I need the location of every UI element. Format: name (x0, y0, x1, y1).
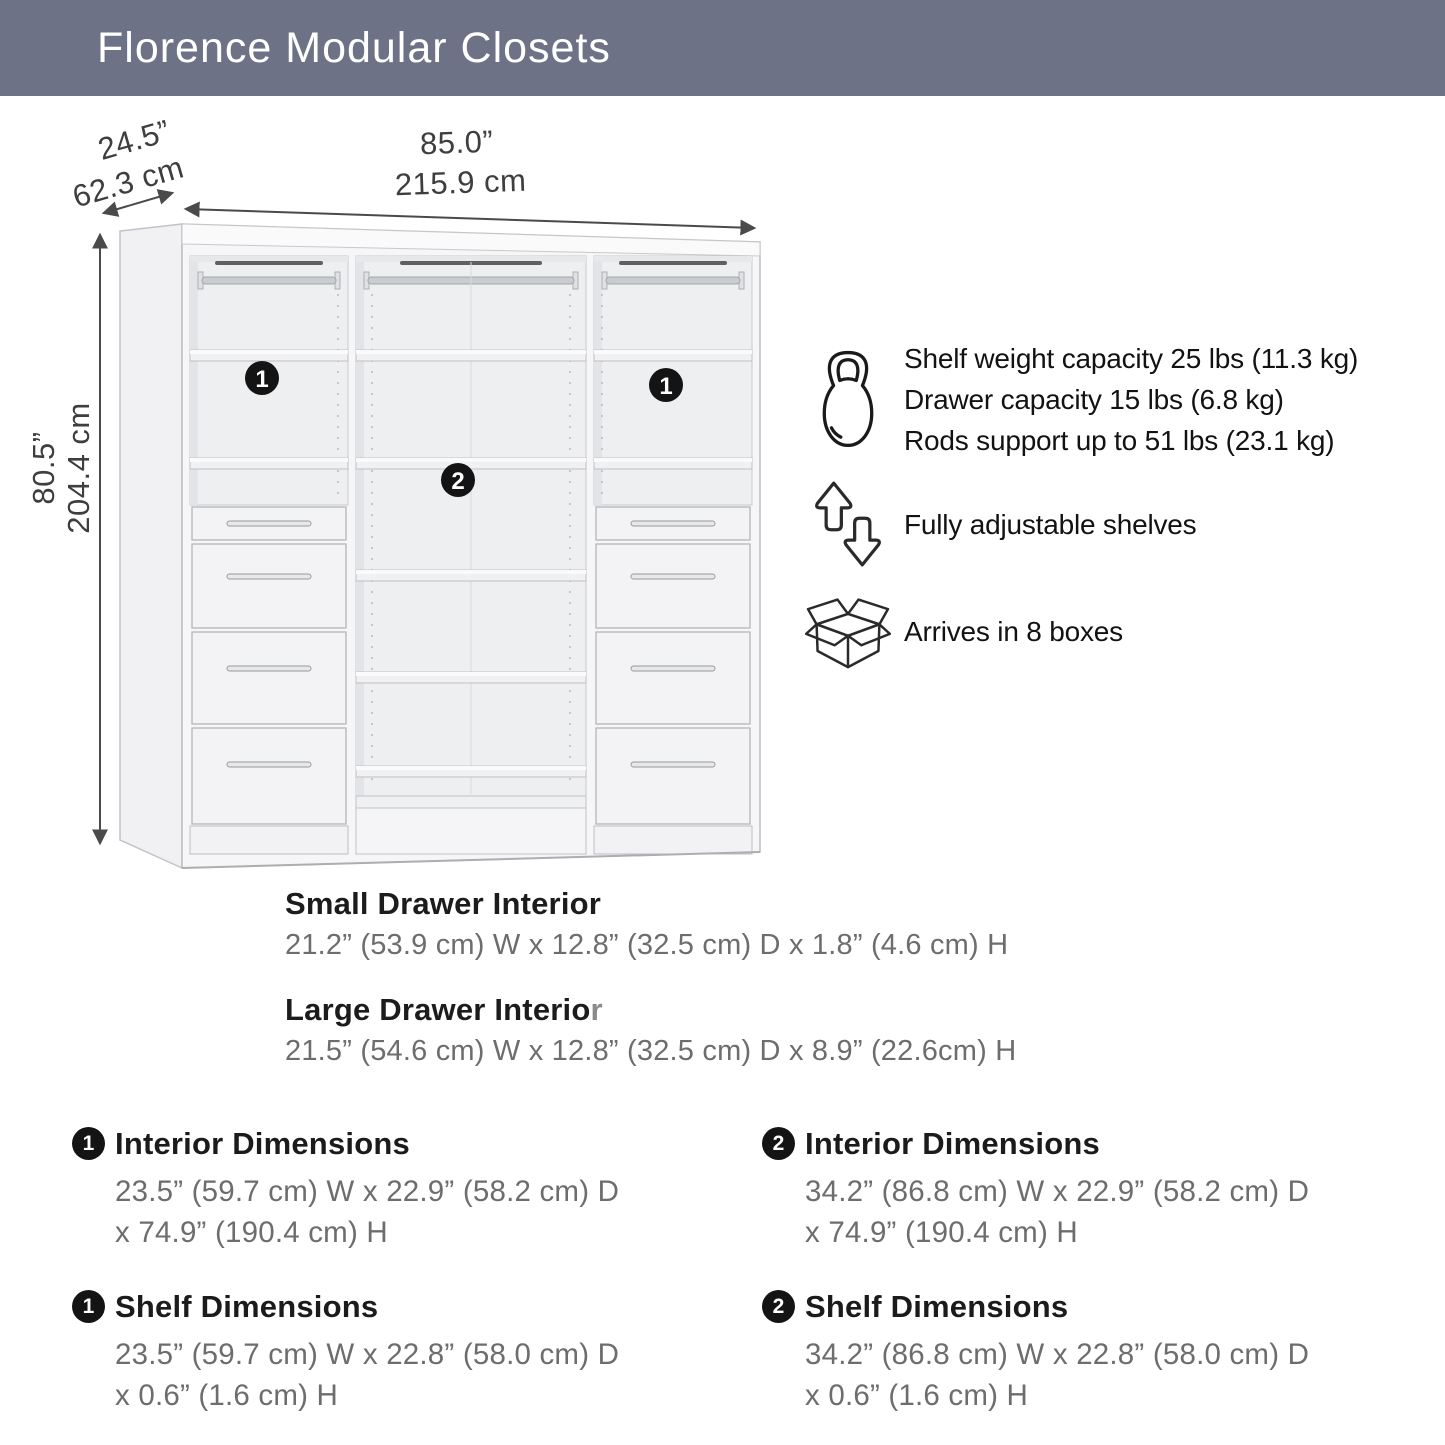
section-shelf-dimensions-2: 2 Shelf Dimensions 34.2” (86.8 cm) W x 2… (762, 1289, 1412, 1416)
left-drawer-stack (189, 506, 349, 855)
section-badge: 2 (762, 1290, 795, 1323)
kettlebell-icon (800, 348, 896, 452)
dims-line-1: 34.2” (86.8 cm) W x 22.8” (58.0 cm) D (805, 1338, 1310, 1371)
section-title: Interior Dimensions (115, 1126, 410, 1161)
closet-cabinet (119, 223, 761, 870)
section-dims: 23.5” (59.7 cm) W x 22.8” (58.0 cm) D x … (115, 1334, 619, 1416)
section-interior-dimensions-1: 1 Interior Dimensions 23.5” (59.7 cm) W … (72, 1126, 722, 1253)
feature-box-count: Arrives in 8 boxes (800, 592, 1123, 670)
section-title: Shelf Dimensions (805, 1289, 1069, 1324)
small-drawer-dims: 21.2” (53.9 cm) W x 12.8” (32.5 cm) D x … (285, 929, 1009, 961)
large-drawer-title: Large Drawer Interior (285, 992, 603, 1027)
feature-adjustable-shelves: Fully adjustable shelves (800, 476, 1197, 572)
cabinet-base-edge (181, 851, 761, 869)
height-cm-label: 204.4 cm (61, 402, 96, 534)
svg-text:2: 2 (451, 468, 464, 495)
adjustable-shelves-icon (800, 476, 896, 572)
weight-capacity-text: Shelf weight capacity 25 lbs (11.3 kg) D… (904, 338, 1358, 461)
dims-line-2: x 74.9” (190.4 cm) H (115, 1216, 388, 1249)
header-bar: Florence Modular Closets (0, 0, 1445, 96)
right-drawer-stack (593, 506, 753, 855)
svg-text:1: 1 (659, 373, 672, 400)
section-interior-dimensions-2: 2 Interior Dimensions 34.2” (86.8 cm) W … (762, 1126, 1412, 1253)
section-dims: 23.5” (59.7 cm) W x 22.9” (58.2 cm) D x … (115, 1171, 619, 1253)
adjustable-shelves-line: Fully adjustable shelves (904, 508, 1197, 540)
feature-weight-capacity: Shelf weight capacity 25 lbs (11.3 kg) D… (800, 338, 1358, 461)
small-drawer-title: Small Drawer Interior (285, 886, 602, 921)
width-arrow (183, 201, 757, 236)
light-strip (215, 261, 323, 265)
drawer-capacity-line: Drawer capacity 15 lbs (6.8 kg) (904, 384, 1284, 415)
dims-line-1: 23.5” (59.7 cm) W x 22.8” (58.0 cm) D (115, 1338, 620, 1371)
section-title: Shelf Dimensions (115, 1289, 379, 1324)
svg-text:1: 1 (255, 366, 268, 393)
adjustable-shelves-text: Fully adjustable shelves (904, 504, 1197, 545)
box-count-line: Arrives in 8 boxes (904, 615, 1123, 647)
small-drawer-spec: Small Drawer Interior 21.2” (53.9 cm) W … (285, 886, 1008, 962)
section-shelf-dimensions-1: 1 Shelf Dimensions 23.5” (59.7 cm) W x 2… (72, 1289, 722, 1416)
side-shelves (189, 349, 753, 470)
large-drawer-dims: 21.5” (54.6 cm) W x 12.8” (32.5 cm) D x … (285, 1035, 1017, 1067)
depth-arrow (101, 189, 175, 217)
section-dims: 34.2” (86.8 cm) W x 22.8” (58.0 cm) D x … (805, 1334, 1309, 1416)
diagram-badge-1-right: 1 (649, 368, 683, 402)
dims-line-2: x 0.6” (1.6 cm) H (115, 1379, 339, 1412)
width-cm-label: 215.9 cm (394, 163, 527, 203)
shelf-capacity-line: Shelf weight capacity 25 lbs (11.3 kg) (904, 343, 1359, 374)
section-dims: 34.2” (86.8 cm) W x 22.9” (58.2 cm) D x … (805, 1171, 1309, 1253)
section-badge: 1 (72, 1290, 105, 1323)
section-badge: 1 (72, 1127, 105, 1160)
page-title: Florence Modular Closets (97, 23, 611, 72)
dims-line-1: 34.2” (86.8 cm) W x 22.9” (58.2 cm) D (805, 1175, 1310, 1208)
closet-diagram: 1 2 1 24.5” 62.3 cm 85.0” 215.9 cm 80.5”… (26, 113, 761, 870)
box-count-text: Arrives in 8 boxes (904, 611, 1123, 652)
diagram-badge-1-left: 1 (245, 361, 279, 395)
diagram-badge-2-middle: 2 (441, 463, 475, 497)
width-inches-label: 85.0” (419, 124, 493, 162)
section-badge: 2 (762, 1127, 795, 1160)
large-drawer-spec: Large Drawer Interior 21.5” (54.6 cm) W … (285, 992, 1016, 1068)
cabinet-side-panel (119, 223, 183, 870)
section-title: Interior Dimensions (805, 1126, 1100, 1161)
middle-shelves (355, 349, 587, 855)
hanging-rods (197, 271, 745, 290)
light-strip (619, 261, 727, 265)
dims-line-2: x 74.9” (190.4 cm) H (805, 1216, 1078, 1249)
shelf-pin-holes (337, 294, 603, 788)
dimension-arrows (92, 189, 757, 846)
rod-capacity-line: Rods support up to 51 lbs (23.1 kg) (904, 425, 1335, 456)
dims-line-2: x 0.6” (1.6 cm) H (805, 1379, 1029, 1412)
height-inches-label: 80.5” (26, 431, 61, 504)
dims-line-1: 23.5” (59.7 cm) W x 22.9” (58.2 cm) D (115, 1175, 620, 1208)
open-box-icon (800, 592, 896, 670)
